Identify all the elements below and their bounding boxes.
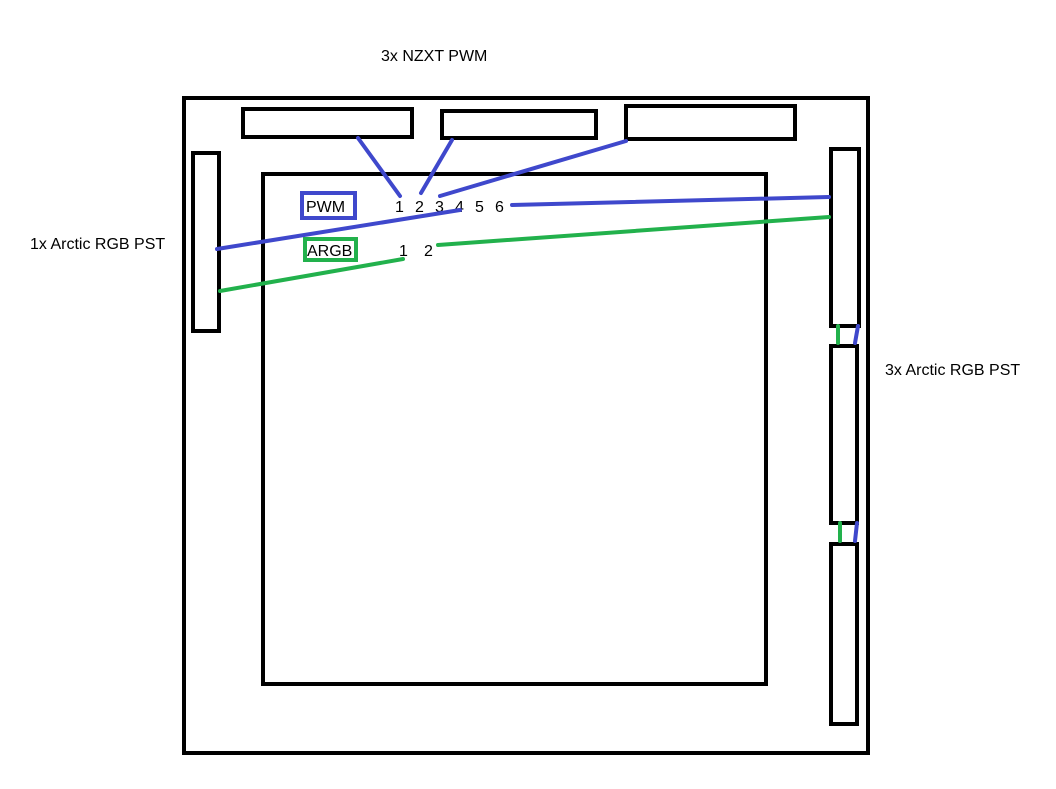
pc-case-outline xyxy=(182,96,870,755)
top-fans-label: 3x NZXT PWM xyxy=(381,48,487,65)
right-fan-2 xyxy=(829,344,859,525)
argb-port-2: 2 xyxy=(424,243,433,260)
pwm-header-box xyxy=(300,191,357,220)
top-fan-3 xyxy=(624,104,797,141)
pwm-wires xyxy=(215,136,860,543)
top-fan-1 xyxy=(241,107,414,139)
pwm-wire-right-fans xyxy=(510,195,831,207)
left-fan-label: 1x Arctic RGB PST xyxy=(30,236,165,253)
argb-wire-left-fan xyxy=(218,257,405,293)
pwm-port-2: 2 xyxy=(415,199,424,216)
pwm-wire-top-fan-1 xyxy=(356,136,402,198)
argb-header-label: ARGB xyxy=(307,243,352,260)
right-fans-label: 3x Arctic RGB PST xyxy=(885,362,1020,379)
pwm-port-3: 3 xyxy=(435,199,444,216)
pwm-wire-top-fan-3 xyxy=(438,139,628,198)
pwm-port-6: 6 xyxy=(495,199,504,216)
pwm-port-1: 1 xyxy=(395,199,404,216)
pwm-daisy-1 xyxy=(853,324,860,345)
left-fan xyxy=(191,151,221,333)
pwm-port-4: 4 xyxy=(455,199,464,216)
right-fan-1 xyxy=(829,147,861,328)
argb-wire-right-fans xyxy=(436,215,831,247)
argb-port-1: 1 xyxy=(399,243,408,260)
pwm-wire-top-fan-2 xyxy=(419,138,454,195)
pwm-port-numbers: 1 2 3 4 5 6 xyxy=(395,199,504,216)
argb-port-numbers: 1 2 xyxy=(399,243,433,260)
pwm-port-5: 5 xyxy=(475,199,484,216)
pwm-header-label: PWM xyxy=(306,199,345,216)
right-fan-3 xyxy=(829,542,859,726)
pwm-daisy-2 xyxy=(853,521,859,543)
argb-wires xyxy=(218,215,842,543)
argb-header-box xyxy=(303,237,358,262)
top-fan-2 xyxy=(440,109,598,140)
pwm-wire-left-fan xyxy=(215,208,462,251)
